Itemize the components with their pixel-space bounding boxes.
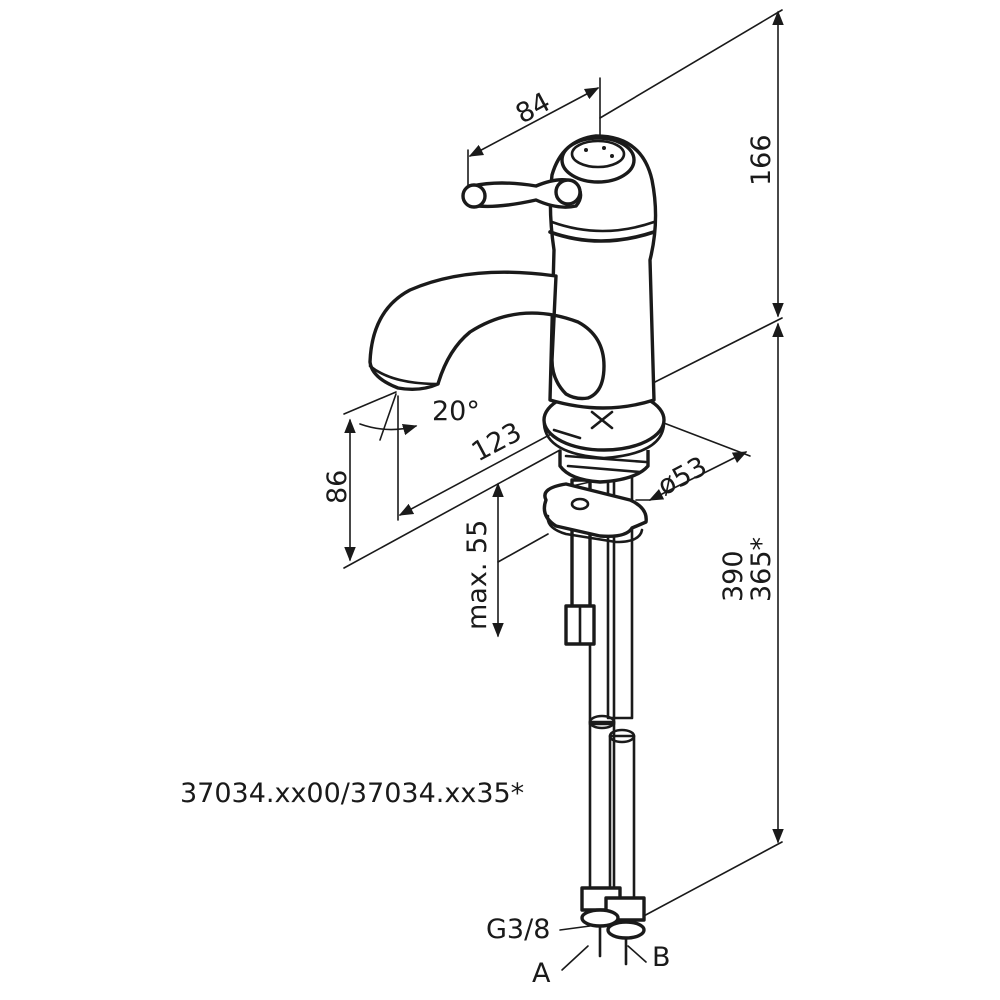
dim-spout-angle: 20° xyxy=(432,396,480,427)
dimension-lines xyxy=(343,9,784,971)
mounting-plate xyxy=(542,482,648,544)
hose-b-label: B xyxy=(652,942,671,973)
dim-max-thickness: max. 55 xyxy=(462,520,493,630)
lever-handle xyxy=(461,178,583,209)
connection-labels: G3/8 A B xyxy=(486,914,671,989)
model-number: 37034.xx00/37034.xx35* xyxy=(180,778,524,809)
thread-label: G3/8 xyxy=(486,914,550,945)
dim-total-height: 390 xyxy=(718,550,749,602)
dim-total-height-alt: 365* xyxy=(746,537,777,602)
cartridge-cap xyxy=(560,136,636,184)
dim-top-height: 166 xyxy=(746,134,777,186)
faucet-spout xyxy=(368,270,606,401)
dim-handle-reach: 84 xyxy=(511,87,556,131)
hose-a-label: A xyxy=(532,958,551,989)
dim-spout-height: 86 xyxy=(322,470,353,504)
